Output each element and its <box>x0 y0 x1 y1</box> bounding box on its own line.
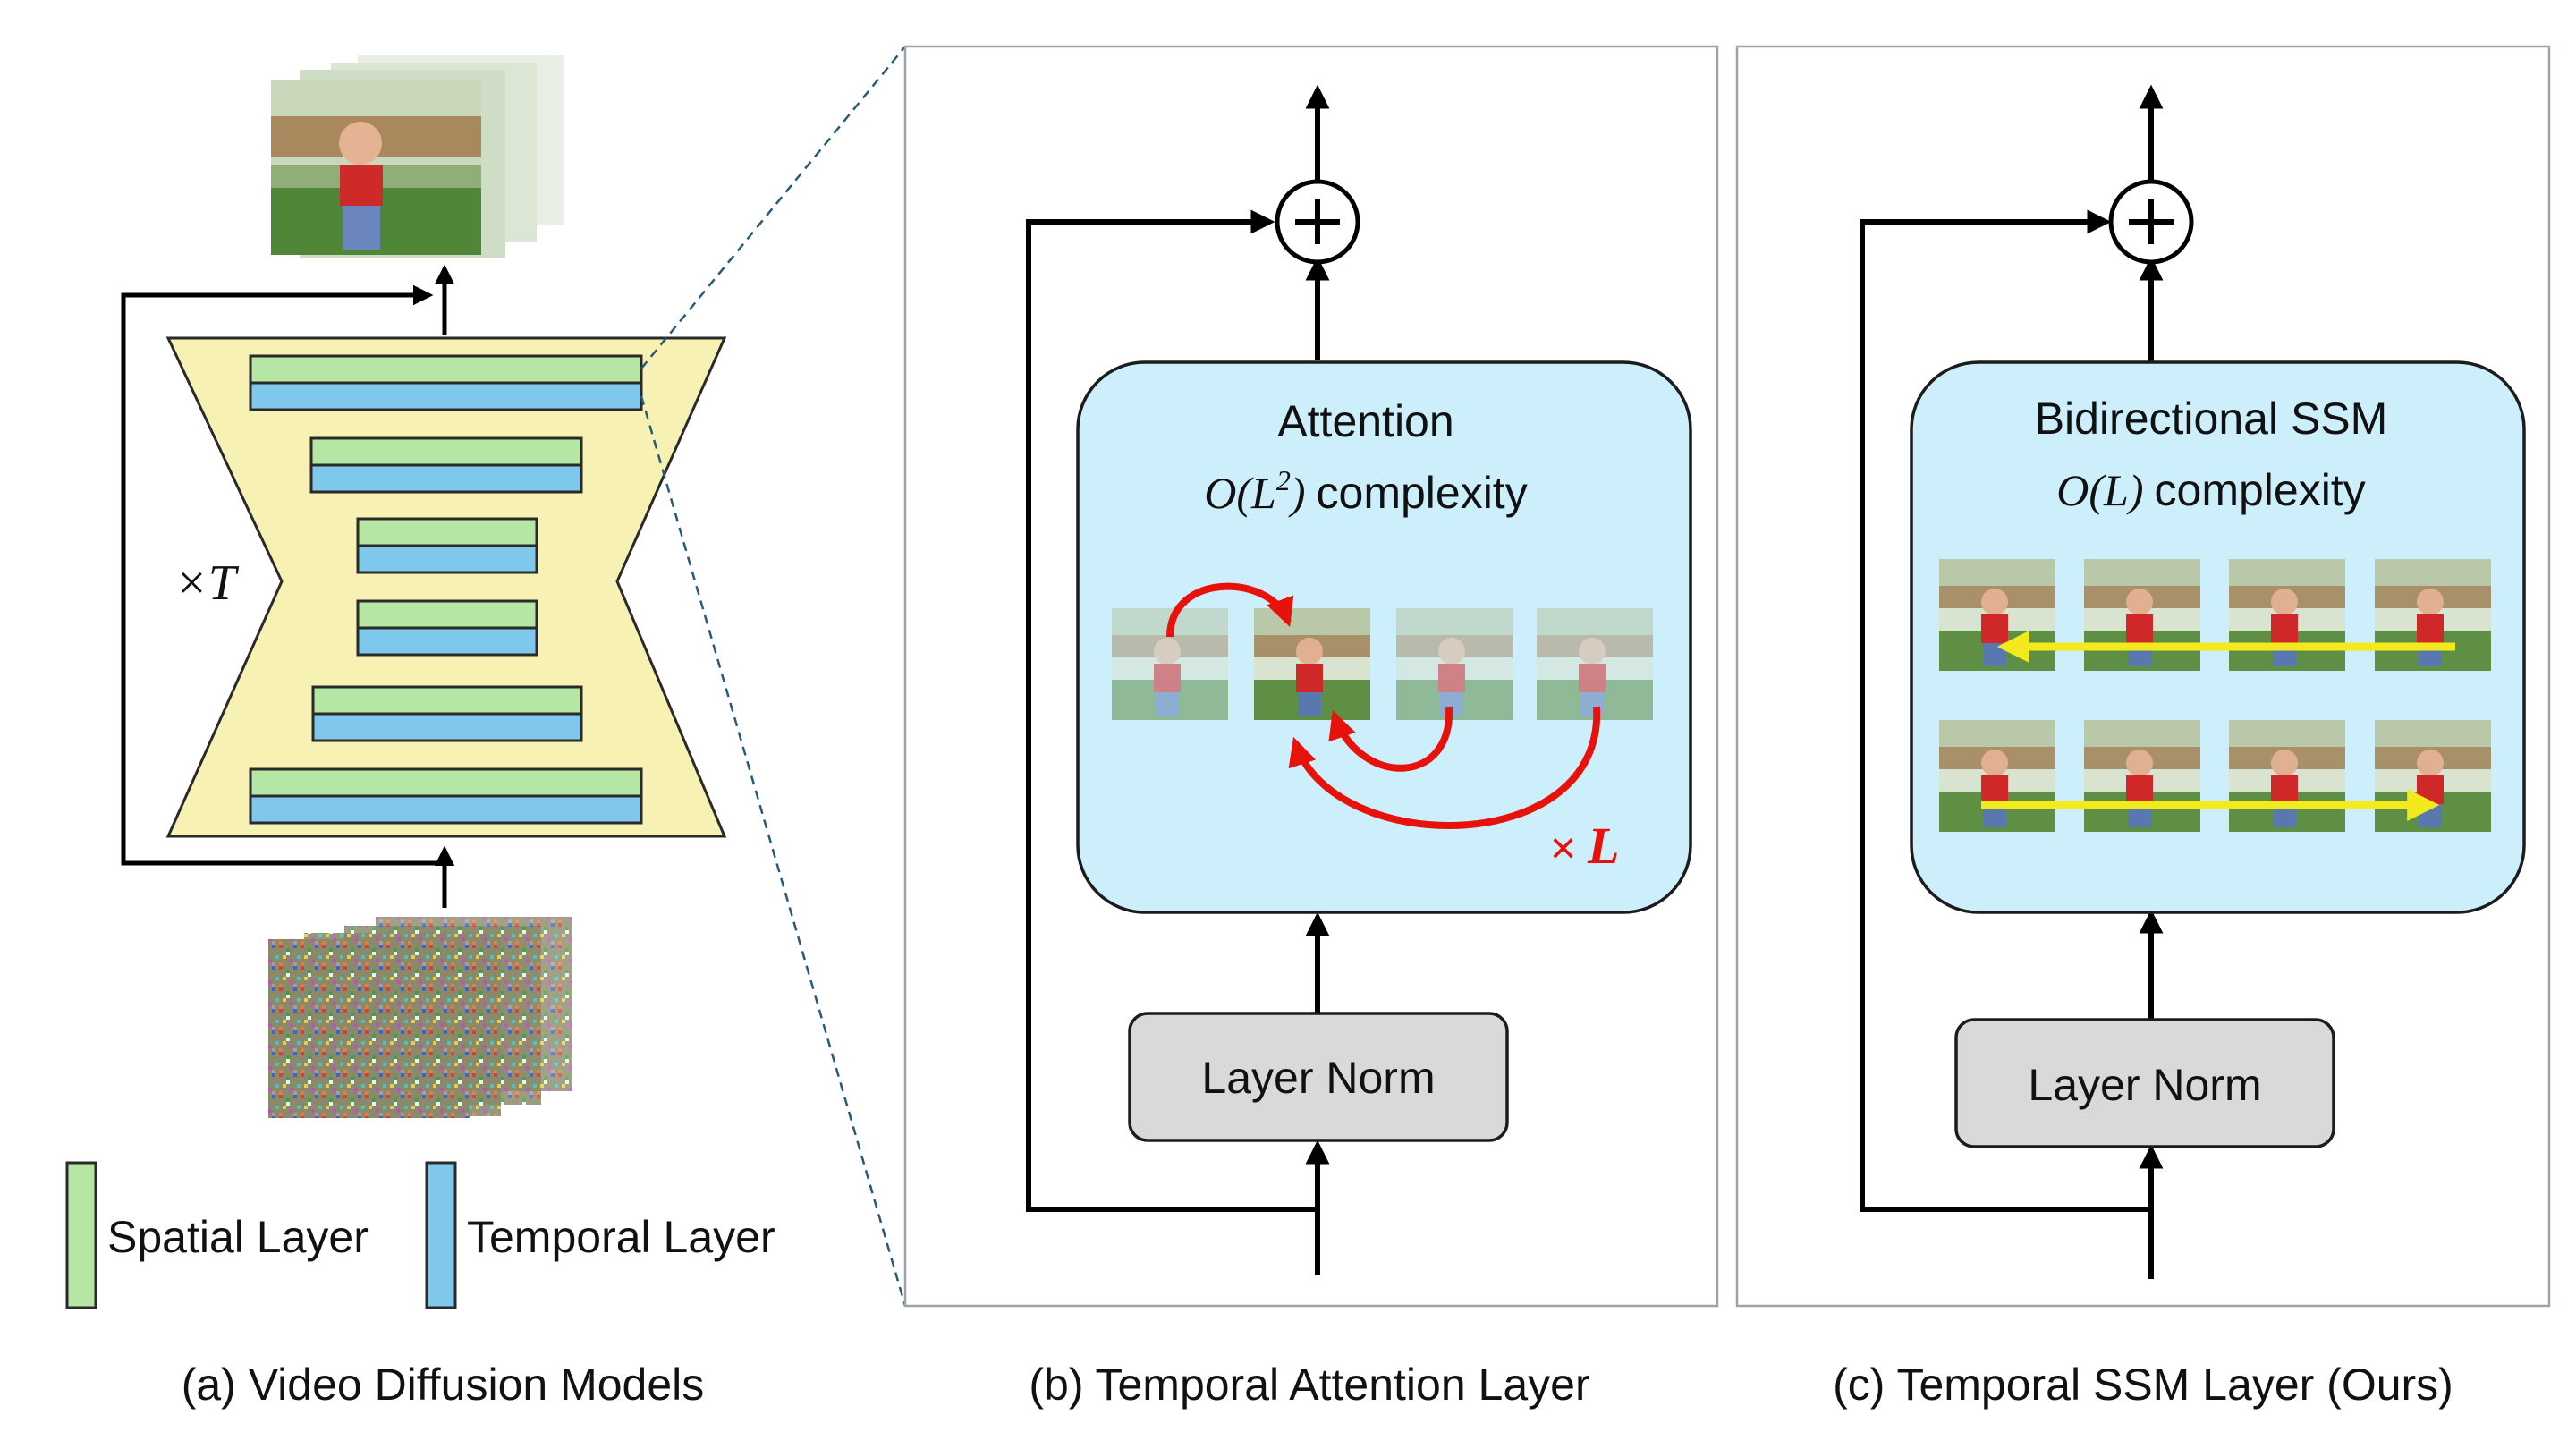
ssm-frame-bottom-4 <box>2375 720 2491 832</box>
legend: Spatial Layer Temporal Layer <box>65 1161 775 1309</box>
panel-c-temporal-ssm: Bidirectional SSM O(L)complexity Layer N… <box>1735 45 2551 1410</box>
spatial-layer-6 <box>249 767 643 798</box>
ssm-frame-bottom-1 <box>1939 720 2055 832</box>
caption-panel-c: (c) Temporal SSM Layer (Ours) <box>1833 1360 2453 1410</box>
zoom-line-top <box>640 46 906 369</box>
noisy-input-frames <box>268 917 572 1118</box>
attention-arc-2 <box>1328 706 1453 772</box>
attention-repeat-L: L <box>1587 817 1619 875</box>
attention-frame-4 <box>1537 608 1653 720</box>
unet-repeat-multiplier: ×T <box>174 555 240 611</box>
unet-hourglass <box>165 336 727 838</box>
ssm-frame-top-1 <box>1939 559 2055 671</box>
ssm-frame-bottom-3 <box>2229 720 2345 832</box>
attention-layer-norm-label: Layer Norm <box>1201 1053 1435 1103</box>
attention-sum-node <box>1275 179 1360 265</box>
panel-a-video-diffusion: ×T Spatial Layer Temporal Layer (a) Vide… <box>65 55 775 1410</box>
ssm-residual-arrow <box>1860 209 2151 1212</box>
legend-swatch-spatial <box>65 1161 97 1309</box>
ssm-title: Bidirectional SSM <box>2035 394 2388 444</box>
ssm-block <box>1910 360 2526 914</box>
ssm-frame-top-3 <box>2229 559 2345 671</box>
ssm-frame-top-4 <box>2375 559 2491 671</box>
attention-arc-1 <box>1166 582 1294 638</box>
legend-label-spatial: Spatial Layer <box>107 1212 369 1262</box>
attention-frame-2 <box>1254 608 1370 720</box>
output-video-frames <box>271 55 564 258</box>
ssm-layer-norm-label: Layer Norm <box>2028 1060 2261 1110</box>
ssm-layer-norm <box>1954 1018 2335 1148</box>
legend-swatch-temporal <box>425 1161 457 1309</box>
legend-label-temporal: Temporal Layer <box>467 1212 775 1262</box>
attention-arc-3 <box>1288 706 1601 829</box>
unet-layer-stack <box>249 354 643 825</box>
temporal-layer-1 <box>249 381 643 411</box>
caption-panel-b: (b) Temporal Attention Layer <box>1029 1360 1589 1410</box>
ssm-frame-bottom-2 <box>2084 720 2200 832</box>
spatial-layer-2 <box>309 436 583 467</box>
temporal-layer-5 <box>311 712 583 742</box>
ssm-frame-top-2 <box>2084 559 2200 671</box>
attention-title: Attention <box>1277 396 1453 446</box>
attention-residual-arrow <box>1026 209 1318 1212</box>
attention-repeat-times: × <box>1550 823 1576 873</box>
ssm-sum-node <box>2108 179 2194 265</box>
spatial-layer-1 <box>249 354 643 385</box>
temporal-layer-2 <box>309 463 583 494</box>
panel-b-temporal-attention: Attention O(L2)complexity × L Layer Norm… <box>903 45 1719 1410</box>
temporal-layer-3 <box>356 544 538 574</box>
spatial-layer-4 <box>356 599 538 630</box>
attention-layer-norm <box>1128 1012 1509 1142</box>
attention-frame-3 <box>1396 608 1513 720</box>
ssm-complexity: O(L)complexity <box>2056 465 2365 515</box>
caption-panel-a: (a) Video Diffusion Models <box>182 1360 705 1410</box>
attention-block <box>1076 360 1692 914</box>
attention-complexity: O(L2)complexity <box>1204 464 1527 518</box>
temporal-layer-4 <box>356 626 538 657</box>
zoom-line-bottom <box>640 395 907 1307</box>
spatial-layer-5 <box>311 685 583 716</box>
spatial-layer-3 <box>356 517 538 547</box>
temporal-layer-6 <box>249 794 643 825</box>
